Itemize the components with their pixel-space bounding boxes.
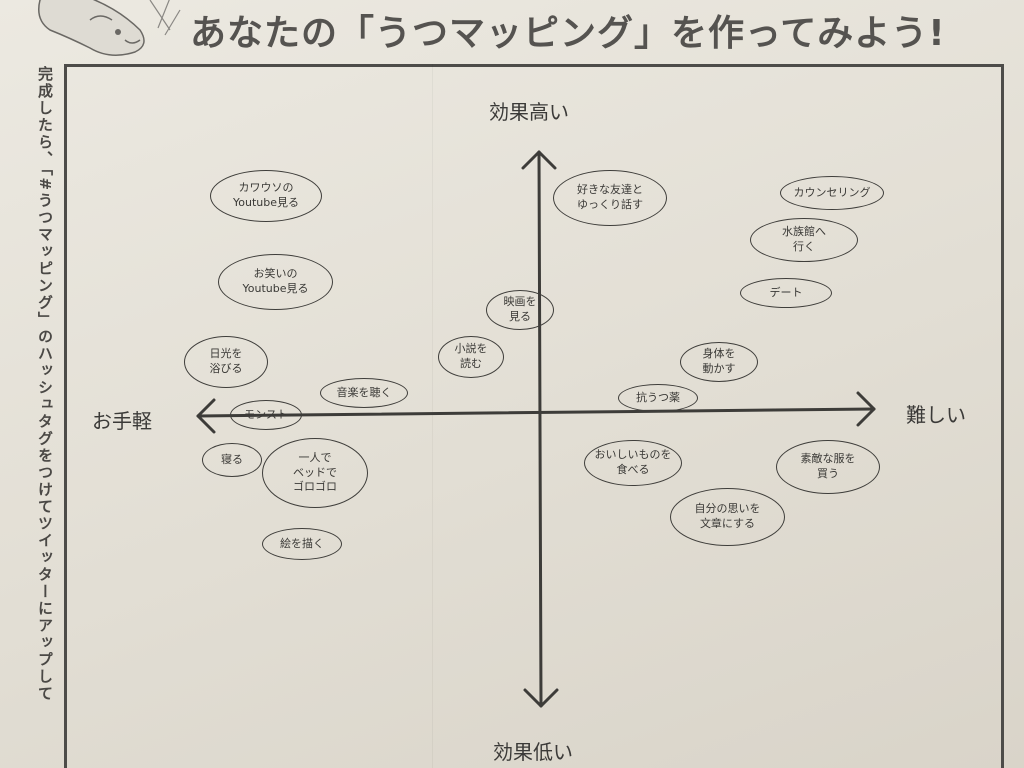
bubble-ongaku: 音楽を聴く bbox=[320, 378, 408, 408]
page-title: あなたの「うつマッピング」を作ってみよう! bbox=[190, 13, 946, 54]
bubble-bunsho: 自分の思いを 文章にする bbox=[670, 488, 785, 546]
bubble-tomodachi: 好きな友達と ゆっくり話す bbox=[553, 170, 667, 226]
bubble-owarai: お笑いの Youtube見る bbox=[218, 254, 333, 310]
bubble-counseling: カウンセリング bbox=[780, 176, 884, 210]
mapping-frame bbox=[64, 64, 1004, 768]
bubble-karada: 身体を 動かす bbox=[680, 342, 758, 382]
bubble-kawauso: カワウソの Youtube見る bbox=[210, 170, 322, 222]
horizontal-axis bbox=[196, 407, 876, 418]
axis-label-right: 難しい bbox=[906, 403, 966, 427]
up-arrow-head bbox=[521, 150, 557, 170]
axis-label-bottom: 効果低い bbox=[493, 740, 573, 764]
bubble-eiga: 映画を 見る bbox=[486, 290, 554, 330]
bubble-kouutsu: 抗うつ薬 bbox=[618, 384, 698, 412]
bubble-e: 絵を描く bbox=[262, 528, 342, 560]
bubble-date: デート bbox=[740, 278, 832, 308]
left-arrow-head bbox=[196, 398, 216, 434]
vertical-axis bbox=[537, 150, 543, 708]
paper-fold bbox=[432, 64, 433, 768]
bubble-neru: 寝る bbox=[202, 443, 262, 477]
bubble-oishii: おいしいものを 食べる bbox=[584, 440, 682, 486]
bubble-fuku: 素敵な服を 買う bbox=[776, 440, 880, 494]
sidebar-instruction: 完成したら、「#うつマッピング」のハッシュタグをつけてツイッターにアップして bbox=[36, 66, 54, 703]
bubble-suizokukan: 水族館へ 行く bbox=[750, 218, 858, 262]
bubble-nikko: 日光を 浴びる bbox=[184, 336, 268, 388]
down-arrow-head bbox=[523, 688, 559, 708]
bubble-monst: モンスト bbox=[230, 400, 302, 430]
axis-label-top: 効果高い bbox=[489, 100, 569, 124]
axis-label-left: お手軽 bbox=[92, 409, 152, 433]
bubble-shosetsu: 小説を 読む bbox=[438, 336, 504, 378]
mascot-illustration bbox=[38, 0, 181, 56]
right-arrow-head bbox=[856, 391, 876, 427]
bubble-goro: 一人で ベッドで ゴロゴロ bbox=[262, 438, 368, 508]
